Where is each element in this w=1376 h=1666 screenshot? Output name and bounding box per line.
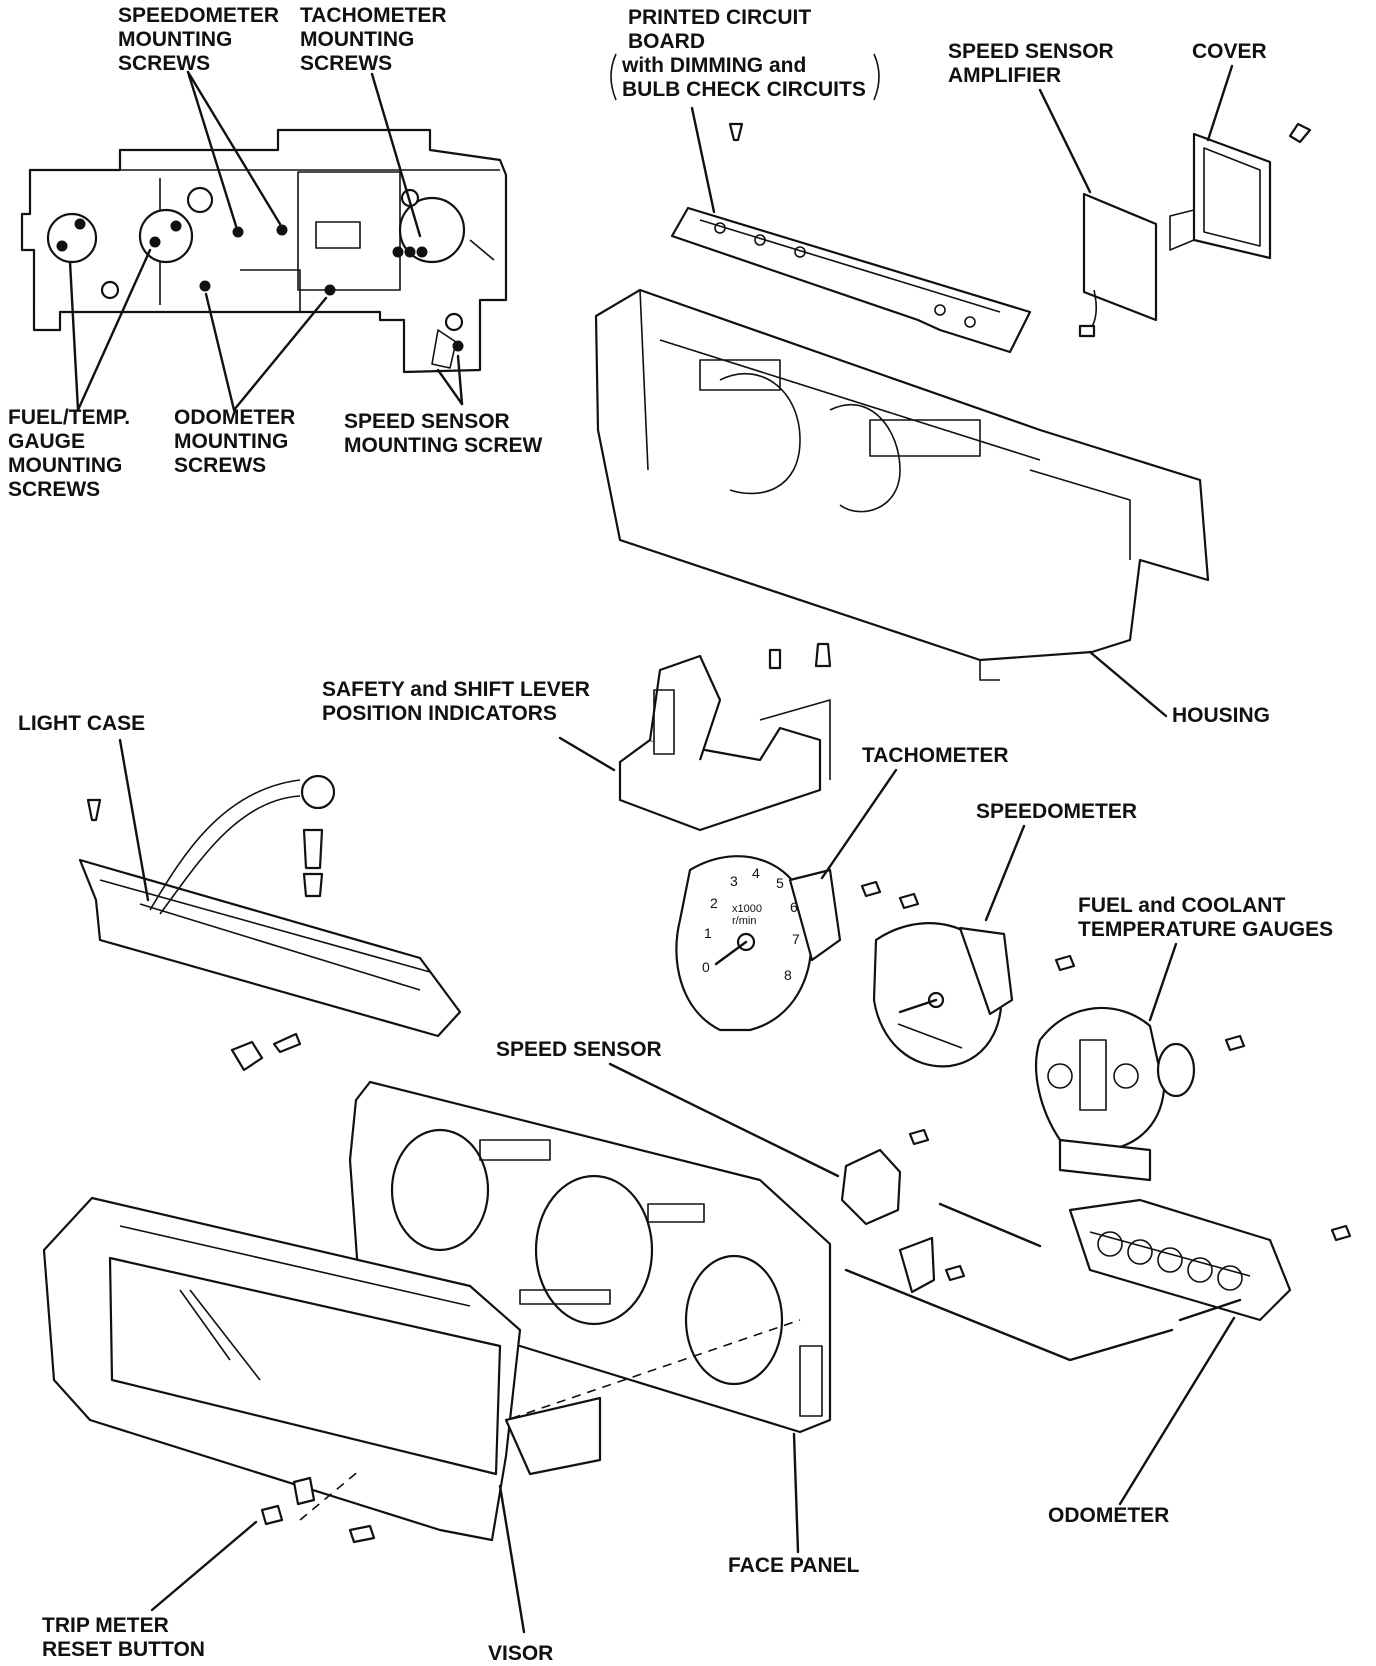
label-speed-sensor-mounting-screw: SPEED SENSOR MOUNTING SCREW xyxy=(344,410,543,457)
leader-housing xyxy=(1088,650,1168,718)
label-fuel-temp-gauge-mounting-screws: FUEL/TEMP. GAUGE MOUNTING SCREWS xyxy=(8,406,136,501)
bulb-icon xyxy=(302,828,324,870)
screw-icon xyxy=(404,246,416,258)
label-housing: HOUSING xyxy=(1172,704,1270,727)
face-panel xyxy=(348,1080,832,1434)
screw-icon xyxy=(1224,1034,1246,1052)
leader-safety-shift xyxy=(558,736,616,772)
leader-trip-meter-reset xyxy=(150,1520,258,1612)
label-tachometer: TACHOMETER xyxy=(862,744,1009,767)
screw-icon xyxy=(392,246,404,258)
tach-number: 8 xyxy=(784,967,792,983)
tach-number: 4 xyxy=(752,865,760,881)
label-visor: VISOR xyxy=(488,1642,553,1665)
alignment-line-visor xyxy=(299,1469,361,1521)
label-trip-meter-reset-button: TRIP METER RESET BUTTON xyxy=(42,1614,205,1661)
screw-icon xyxy=(416,246,428,258)
leader-tachometer xyxy=(820,768,898,880)
tach-number: 7 xyxy=(792,931,800,947)
cover xyxy=(1169,122,1312,260)
bulb-icon xyxy=(768,648,782,670)
label-fuel-coolant-gauges: FUEL and COOLANT TEMPERATURE GAUGES xyxy=(1078,894,1333,941)
leader-speed-sensor-amplifier xyxy=(1038,88,1092,194)
speed-sensor xyxy=(840,1128,1042,1294)
bulb-icon xyxy=(272,1032,302,1054)
screw-icon xyxy=(1288,122,1312,144)
leader-speed-sensor xyxy=(608,1062,840,1178)
light-case xyxy=(78,774,462,1072)
fuel-coolant-gauges xyxy=(1034,1006,1246,1182)
label-printed-circuit-board: PRINTED CIRCUIT BOARD with DIMMING and B… xyxy=(621,6,866,101)
odometer-reference-line xyxy=(844,1268,1174,1362)
speed-sensor-amplifier xyxy=(1078,192,1158,338)
screw-icon xyxy=(199,280,211,292)
screw-icon xyxy=(1054,954,1076,972)
label-safety-shift-indicators: SAFETY and SHIFT LEVER POSITION INDICATO… xyxy=(322,678,596,725)
screw-icon xyxy=(74,218,86,230)
screw-icon xyxy=(149,236,161,248)
label-speedometer-mounting-screws: SPEEDOMETER MOUNTING SCREWS xyxy=(118,4,285,75)
leader-face-panel xyxy=(792,1432,800,1554)
housing xyxy=(594,288,1210,681)
bulb-icon xyxy=(302,872,324,898)
screw-icon xyxy=(944,1264,966,1282)
leader-light-case xyxy=(118,738,150,902)
screw-icon xyxy=(728,122,744,142)
leader-fuel-coolant xyxy=(1148,942,1178,1022)
tach-number: 3 xyxy=(730,873,738,889)
tach-number: 6 xyxy=(790,899,798,915)
screw-icon xyxy=(232,226,244,238)
screw-icon xyxy=(860,880,882,898)
button-icon xyxy=(260,1504,284,1526)
speedometer xyxy=(872,922,1076,1068)
inset-leader-lines xyxy=(68,70,464,412)
label-speed-sensor: SPEED SENSOR xyxy=(496,1038,662,1061)
screw-icon xyxy=(908,1128,930,1146)
tach-unit: x1000 r/min xyxy=(732,903,765,927)
alignment-line-face xyxy=(359,1319,801,1471)
printed-circuit-board xyxy=(670,122,1032,354)
leader-speedometer xyxy=(984,824,1026,922)
pcb-label-bracket-left xyxy=(610,53,617,101)
leader-cover xyxy=(1206,64,1234,142)
label-speed-sensor-amplifier: SPEED SENSOR AMPLIFIER xyxy=(948,40,1120,87)
tach-number: 5 xyxy=(776,875,784,891)
screw-icon xyxy=(1330,1224,1352,1242)
cluster-rear-view xyxy=(20,128,508,374)
screw-icon xyxy=(86,798,102,822)
screw-icon xyxy=(56,240,68,252)
leader-pcb xyxy=(690,106,716,214)
label-odometer: ODOMETER xyxy=(1048,1504,1169,1527)
safety-shift-indicators xyxy=(618,642,832,832)
label-face-panel: FACE PANEL xyxy=(728,1554,860,1577)
label-odometer-mounting-screws: ODOMETER MOUNTING SCREWS xyxy=(174,406,301,477)
tach-number: 2 xyxy=(710,895,718,911)
screw-icon xyxy=(170,220,182,232)
odometer xyxy=(1068,1198,1352,1322)
leader-odometer xyxy=(1118,1316,1236,1506)
pcb-label-bracket-right xyxy=(873,53,880,101)
bulb-socket-icon xyxy=(230,1040,264,1072)
label-cover: COVER xyxy=(1192,40,1267,63)
button-icon xyxy=(292,1476,316,1506)
screw-icon xyxy=(898,892,920,910)
screw-icon xyxy=(324,284,336,296)
label-speedometer: SPEEDOMETER xyxy=(976,800,1137,823)
visor xyxy=(42,1196,602,1544)
screw-icon xyxy=(276,224,288,236)
tach-number: 0 xyxy=(702,959,710,975)
label-light-case: LIGHT CASE xyxy=(18,712,145,735)
tachometer: 0 1 2 3 4 5 6 7 8 x1000 r/min xyxy=(675,855,920,1032)
bulb-icon xyxy=(814,642,832,668)
tach-number: 1 xyxy=(704,925,712,941)
label-tachometer-mounting-screws: TACHOMETER MOUNTING SCREWS xyxy=(300,4,452,75)
leader-visor xyxy=(498,1484,526,1634)
